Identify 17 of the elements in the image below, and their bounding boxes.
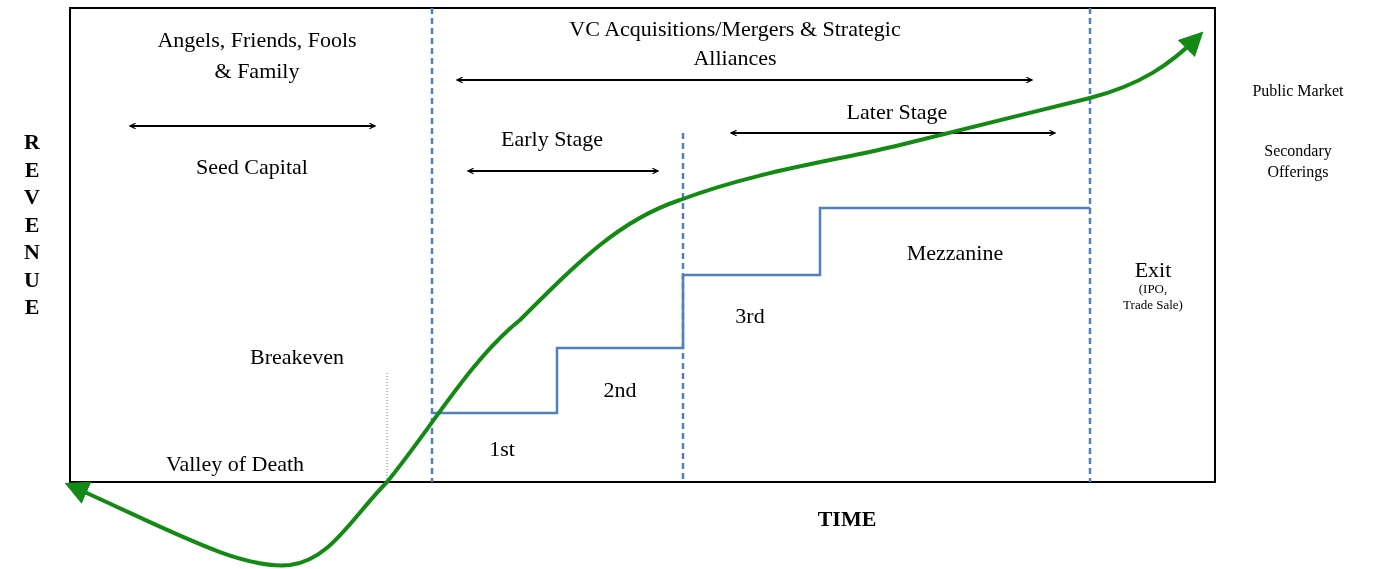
round-label: Exit [1133,256,1173,284]
round-label: 2nd [602,376,638,404]
round-label: 3rd [734,302,766,330]
round-label: Mezzanine [905,239,1005,267]
stage-heading: VC Acquisitions/Mergers & Strategic Alliances [568,15,902,72]
stage-label: Seed Capital [195,153,309,181]
stage-label: Early Stage [500,125,604,153]
round-note: (IPO, Trade Sale) [1123,281,1183,313]
side-note: Public Market [1251,81,1345,101]
stage-label: Later Stage [845,98,949,126]
round-label: 1st [488,435,516,463]
marker-label: Breakeven [248,343,346,371]
side-note: Secondary Offerings [1263,141,1333,182]
axis-title: TIME [816,505,878,533]
axis-title: REVENUE [23,128,41,321]
stage-heading: Angels, Friends, Fools & Family [157,26,357,85]
zone-label: Valley of Death [164,450,306,478]
